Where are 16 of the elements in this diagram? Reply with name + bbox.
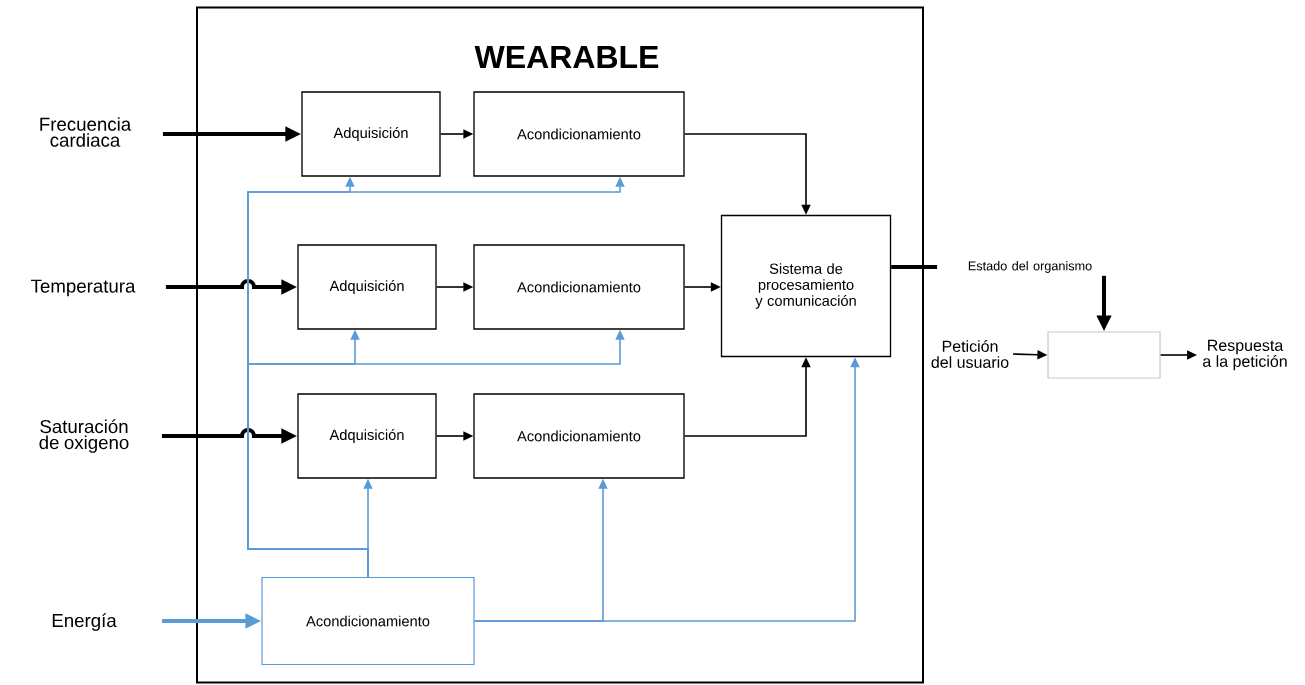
- output-label: Estado del organismo: [968, 261, 1092, 273]
- input-label: Frecuencia cardiaca: [40, 117, 132, 147]
- process-box: Acondicionamiento: [473, 393, 685, 479]
- input-label: Saturación de oxigeno: [39, 419, 129, 453]
- process-box: Acondicionamiento: [473, 91, 685, 177]
- process-box: Acondicionamiento: [261, 576, 475, 666]
- process-box: Acondicionamiento: [473, 244, 685, 330]
- process-box: Adquisición: [297, 244, 437, 330]
- process-box: Sistema de procesamiento y comunicación: [720, 214, 892, 358]
- service-box: [1047, 331, 1161, 379]
- input-label: Energía: [52, 613, 117, 631]
- output-label: Respuesta a la petición: [1203, 339, 1287, 371]
- process-box: Adquisición: [301, 91, 441, 177]
- process-box: Adquisición: [297, 393, 437, 479]
- input-label: Petición del usuario: [931, 340, 1009, 368]
- input-label: Temperatura: [31, 279, 136, 297]
